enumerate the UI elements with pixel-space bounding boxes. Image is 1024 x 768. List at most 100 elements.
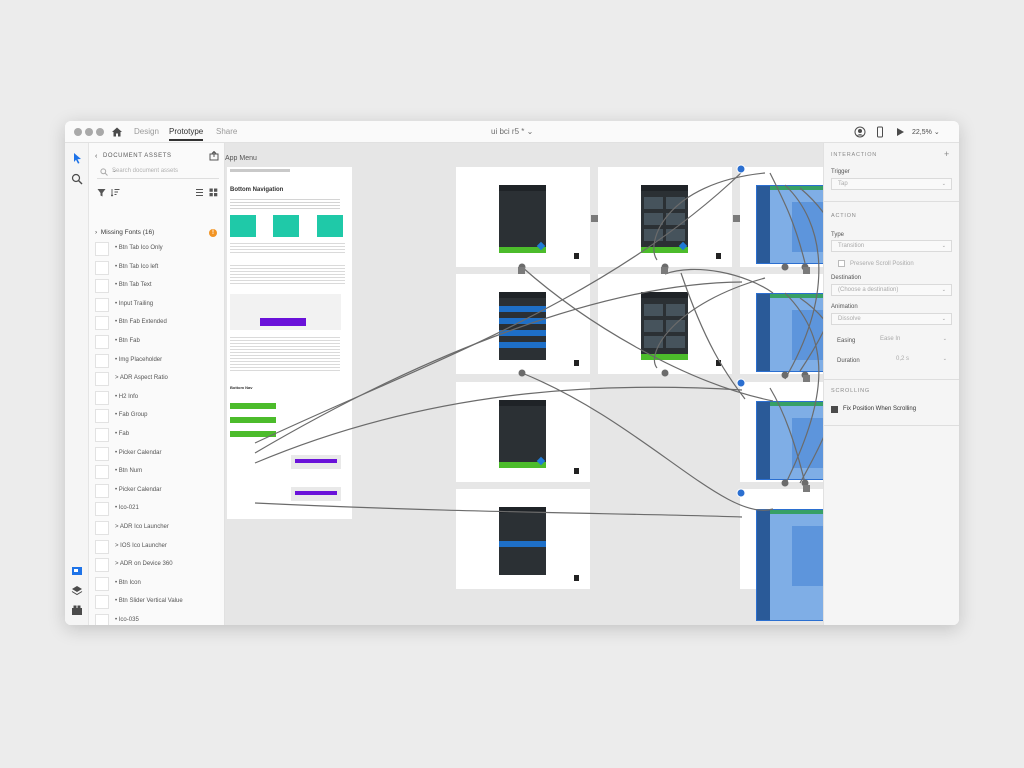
warning-icon: ! (209, 229, 217, 237)
plugins-icon[interactable] (71, 604, 83, 616)
prototype-canvas[interactable]: App Menu Bottom Navigation Bottom Nav (225, 143, 823, 625)
zoom-value: 22,5% (912, 129, 932, 136)
asset-label: • Btn Slider Vertical Value (115, 598, 183, 605)
chevron-down-icon[interactable]: ⌄ (112, 168, 118, 174)
tab-design[interactable]: Design (134, 127, 159, 136)
wire (254, 386, 743, 464)
layers-icon[interactable] (71, 585, 83, 597)
asset-item[interactable]: • Picker Calendar (95, 483, 219, 499)
wire (254, 281, 743, 454)
asset-item[interactable]: • Btn Slider Vertical Value (95, 594, 219, 610)
asset-item[interactable]: • Input Trailing (95, 297, 219, 313)
asset-item[interactable]: > ADR Aspect Ratio (95, 371, 219, 387)
asset-item[interactable]: • Picker Calendar (95, 446, 219, 462)
add-interaction-icon[interactable]: + (944, 149, 950, 159)
asset-item[interactable]: • Btn Tab Ico left (95, 260, 219, 276)
asset-item[interactable]: • Img Placeholder (95, 353, 219, 369)
asset-label: • Ico-035 (115, 617, 139, 623)
maximize-window-button[interactable] (96, 128, 104, 136)
asset-label: > ADR Aspect Ratio (115, 375, 168, 382)
minimize-window-button[interactable] (85, 128, 93, 136)
screen-artboard[interactable] (456, 382, 590, 482)
tab-share[interactable]: Share (216, 127, 238, 136)
sort-icon[interactable] (111, 188, 120, 197)
assets-panel-title: DOCUMENT ASSETS (103, 153, 172, 159)
phone-mini (716, 253, 721, 259)
chevron-right-icon: › (95, 229, 98, 236)
asset-thumbnail (95, 576, 109, 591)
tab-prototype[interactable]: Prototype (169, 127, 204, 141)
screen-artboard[interactable] (598, 167, 732, 267)
assets-icon[interactable] (71, 565, 83, 577)
asset-thumbnail (95, 446, 109, 461)
missing-fonts-toggle[interactable]: › Missing Fonts (16) (95, 229, 154, 236)
screen-artboard[interactable] (456, 489, 590, 589)
selected-screen[interactable] (756, 401, 823, 480)
type-dropdown[interactable]: Transition⌄ (831, 240, 952, 252)
document-title[interactable]: ui bci r5 * ⌄ (491, 127, 533, 136)
document-title-text: ui bci r5 * (491, 127, 525, 136)
zoom-tool-icon[interactable] (71, 173, 83, 185)
asset-label: • Btn Num (115, 468, 143, 475)
easing-dropdown[interactable]: Ease In⌄ (874, 334, 952, 346)
asset-item[interactable]: • H2 Info (95, 390, 219, 406)
documentation-artboard[interactable]: Bottom Navigation Bottom Nav (227, 167, 352, 519)
duration-stepper[interactable]: 0,2 s⌄ (890, 354, 952, 366)
asset-item[interactable]: • Btn Fab (95, 334, 219, 350)
zoom-level[interactable]: 22,5% ⌄ (912, 128, 940, 136)
asset-item[interactable]: • Btn Num (95, 464, 219, 480)
doc-green-bar (230, 431, 276, 437)
asset-item[interactable]: • Fab Group (95, 408, 219, 424)
select-tool-icon[interactable] (71, 152, 83, 164)
close-window-button[interactable] (74, 128, 82, 136)
asset-thumbnail (95, 614, 109, 625)
app-window: Design Prototype Share ui bci r5 * ⌄ 22,… (65, 121, 959, 625)
asset-item[interactable]: • Fab (95, 427, 219, 443)
device-preview-icon[interactable] (874, 126, 886, 138)
asset-thumbnail (95, 260, 109, 275)
play-icon[interactable] (894, 126, 906, 138)
asset-thumbnail (95, 502, 109, 517)
screen-artboard[interactable] (598, 274, 732, 374)
chevron-down-icon: ⌄ (942, 336, 947, 342)
asset-item[interactable]: • Btn Fab Extended (95, 315, 219, 331)
chevron-left-icon[interactable]: ‹ (95, 153, 98, 160)
list-view-icon[interactable] (195, 188, 204, 197)
chevron-down-icon: ⌄ (526, 127, 534, 136)
chevron-down-icon: ⌄ (941, 243, 946, 249)
asset-thumbnail (95, 539, 109, 554)
preserve-scroll-label: Preserve Scroll Position (850, 261, 914, 267)
destination-dropdown[interactable]: (Choose a destination)⌄ (831, 284, 952, 296)
selected-screen[interactable] (756, 185, 823, 264)
doc-green-bar (230, 403, 276, 409)
selected-screen[interactable] (756, 293, 823, 372)
fix-position-checkbox[interactable] (831, 406, 838, 413)
asset-item[interactable]: • Btn Tab Ico Only (95, 241, 219, 257)
home-icon[interactable] (111, 126, 123, 138)
asset-item[interactable]: • Btn Tab Text (95, 278, 219, 294)
asset-label: • Picker Calendar (115, 449, 162, 456)
filter-icon[interactable] (97, 188, 106, 197)
preserve-scroll-checkbox[interactable] (838, 260, 845, 267)
animation-dropdown[interactable]: Dissolve⌄ (831, 313, 952, 325)
trigger-dropdown[interactable]: Tap⌄ (831, 178, 952, 190)
asset-item[interactable]: > ADR on Device 360 (95, 557, 219, 573)
screen-artboard[interactable] (456, 167, 590, 267)
selected-screen[interactable] (756, 509, 823, 621)
doc-header-bar (230, 169, 290, 172)
asset-item[interactable]: • Btn Icon (95, 576, 219, 592)
asset-label: > ADR on Device 360 (115, 561, 173, 568)
asset-label: • Btn Tab Ico Only (115, 245, 163, 251)
asset-item[interactable]: • Ico-021 (95, 501, 219, 517)
asset-thumbnail (95, 428, 109, 442)
phone-screen (499, 507, 546, 575)
asset-item[interactable]: > ADR Ico Launcher (95, 520, 219, 536)
asset-item[interactable]: • Ico-035 (95, 613, 219, 625)
asset-thumbnail (95, 521, 109, 535)
search-input[interactable]: Search document assets ⌄ (97, 165, 219, 179)
asset-item[interactable]: > IOS Ico Launcher (95, 539, 219, 555)
share-icon[interactable] (209, 151, 219, 161)
user-icon[interactable] (854, 126, 866, 138)
chevron-down-icon: ⌄ (933, 129, 940, 136)
grid-view-icon[interactable] (209, 188, 218, 197)
